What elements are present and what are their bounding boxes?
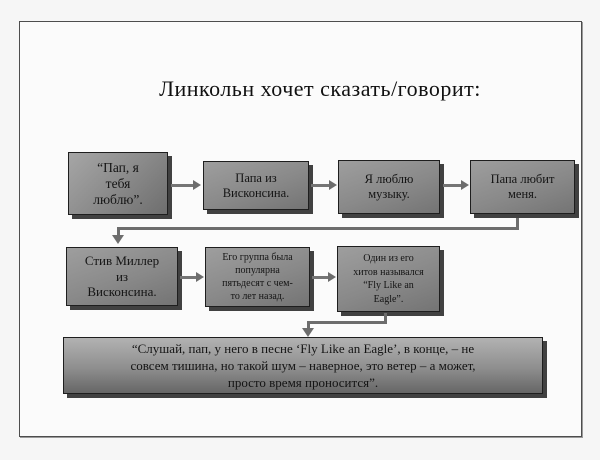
arrow-head <box>328 272 336 282</box>
flow-box-dad-from-wisconsin: Папа из Висконсина. <box>203 161 309 210</box>
elbow-connector-segment <box>117 227 519 230</box>
arrow-right-icon <box>312 272 336 282</box>
flow-box-dad-loves-me: Папа любит меня. <box>470 160 575 214</box>
elbow-connector-down-icon <box>384 313 387 323</box>
flow-box-band-popular: Его группа была популярна пятьдесят с че… <box>205 247 310 307</box>
flow-box-label: “Слушай, пап, у него в песне ‘Fly Like a… <box>130 341 476 390</box>
flow-box-final-quote: “Слушай, пап, у него в песне ‘Fly Like a… <box>63 337 543 394</box>
elbow-connector-segment <box>117 227 120 236</box>
flow-box-label: Я люблю музыку. <box>364 172 414 201</box>
arrow-down-head <box>302 328 314 337</box>
flow-box-label: Один из его хитов назывался “Fly Like an… <box>353 253 424 305</box>
elbow-connector-segment <box>307 321 387 324</box>
arrow-shaft <box>312 275 329 279</box>
arrow-right-icon <box>180 272 204 282</box>
elbow-connector-down-icon <box>516 218 519 229</box>
flow-box-label: “Пап, я тебя люблю”. <box>93 159 143 207</box>
flow-box-hit-song: Один из его хитов назывался “Fly Like an… <box>337 246 440 312</box>
arrow-head <box>193 180 201 190</box>
arrow-head <box>329 180 337 190</box>
flow-box-label: Стив Миллер из Висконсина. <box>84 253 160 300</box>
arrow-right-icon <box>443 180 469 190</box>
arrow-shaft <box>443 183 462 187</box>
flow-box-dad-i-love-you: “Пап, я тебя люблю”. <box>68 152 168 215</box>
flow-box-label: Его группа была популярна пятьдесят с че… <box>222 252 293 302</box>
arrow-right-icon <box>171 180 201 190</box>
arrow-down-head <box>112 235 124 244</box>
arrow-head <box>196 272 204 282</box>
flow-box-steve-miller: Стив Миллер из Висконсина. <box>66 247 178 306</box>
arrow-shaft <box>171 183 194 187</box>
flow-box-label: Папа из Висконсина. <box>222 170 290 200</box>
slide: Линкольн хочет сказать/говорит: “Пап, я … <box>19 21 582 437</box>
arrow-shaft <box>311 183 330 187</box>
arrow-right-icon <box>311 180 337 190</box>
arrow-head <box>461 180 469 190</box>
slide-title: Линкольн хочет сказать/говорит: <box>159 76 481 101</box>
flow-box-label: Папа любит меня. <box>490 172 555 201</box>
arrow-shaft <box>180 275 197 279</box>
elbow-connector-segment <box>307 321 310 329</box>
flow-box-i-love-music: Я люблю музыку. <box>338 160 440 214</box>
